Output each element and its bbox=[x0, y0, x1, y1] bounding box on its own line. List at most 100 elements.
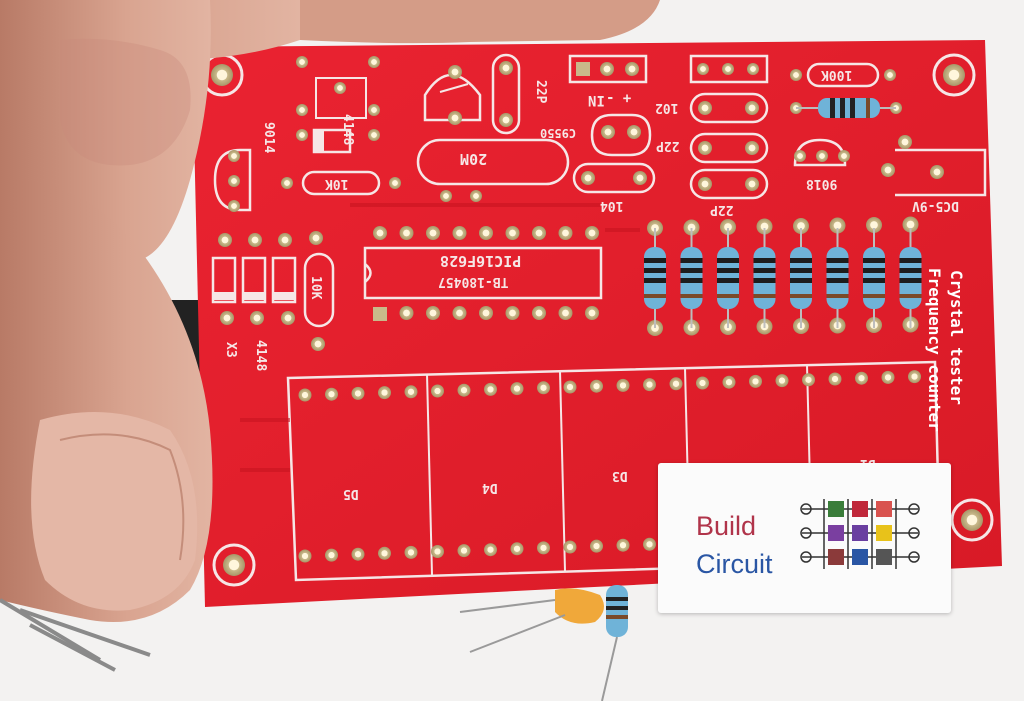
ic-pad bbox=[505, 306, 520, 320]
resistor bbox=[644, 220, 666, 336]
label-10k-top: 10K bbox=[325, 176, 349, 191]
display-pad bbox=[351, 547, 365, 561]
ic-pad bbox=[399, 306, 414, 320]
display-pad bbox=[510, 382, 524, 396]
display-pad bbox=[616, 538, 630, 552]
ic-pad bbox=[505, 226, 520, 240]
ic-pad bbox=[532, 226, 546, 240]
ic-pads bbox=[373, 226, 599, 321]
label-9018: 9018 bbox=[806, 176, 838, 191]
resistor bbox=[826, 217, 849, 334]
logo-grid-cell bbox=[876, 501, 892, 517]
display-pad bbox=[537, 541, 550, 555]
display-pad bbox=[457, 544, 471, 558]
display-pad bbox=[590, 539, 603, 553]
ic-pad bbox=[426, 306, 440, 320]
label-102: 102 bbox=[655, 100, 679, 115]
display-pad bbox=[616, 378, 630, 392]
display-pad bbox=[404, 545, 418, 559]
logo-grid-cell bbox=[828, 501, 844, 517]
label-100k: 100K bbox=[821, 67, 853, 82]
display-pad bbox=[431, 384, 444, 398]
ic-pad bbox=[426, 226, 440, 240]
ic-pad bbox=[373, 226, 387, 240]
loose-components bbox=[0, 585, 628, 701]
ic-label: PIC16F628 bbox=[440, 252, 522, 270]
build-circuit-logo-card: Build Circuit bbox=[658, 463, 951, 613]
resistor bbox=[863, 217, 885, 333]
label-22p-b: 22P bbox=[656, 138, 680, 153]
ic-pad bbox=[479, 226, 493, 240]
display-pad bbox=[643, 378, 656, 392]
display-pad bbox=[510, 542, 524, 556]
resistor bbox=[899, 216, 922, 333]
display-pad bbox=[855, 371, 868, 385]
display-pad bbox=[325, 548, 338, 562]
label-4148-top: 4148 bbox=[340, 114, 355, 146]
label-104: 104 bbox=[600, 198, 624, 213]
diode-row-left bbox=[211, 231, 325, 351]
mounting-holes bbox=[200, 53, 994, 587]
logo-grid-cell bbox=[876, 549, 892, 565]
digit-d3: D3 bbox=[612, 468, 628, 483]
label-c9550: C9550 bbox=[540, 126, 577, 140]
display-pad bbox=[563, 540, 577, 554]
pcb-title-line-2: Crystal tester bbox=[947, 270, 966, 405]
logo-grid-cell bbox=[828, 525, 844, 541]
display-pad bbox=[563, 380, 577, 394]
display-pad bbox=[457, 383, 471, 397]
hand bbox=[0, 0, 660, 622]
display-pad bbox=[537, 381, 550, 395]
logo-grid-icon bbox=[800, 499, 920, 569]
display-pad bbox=[431, 545, 444, 558]
display-pad bbox=[378, 546, 391, 560]
ic-pad bbox=[452, 306, 467, 320]
display-pad bbox=[298, 549, 312, 563]
logo-grid-cell bbox=[876, 525, 892, 541]
resistor bbox=[717, 219, 739, 335]
digit-d4: D4 bbox=[482, 480, 498, 495]
label-10k-vertical: 10K bbox=[308, 276, 323, 300]
board-code: TB-180457 bbox=[438, 274, 509, 289]
power-label: DC5-9V bbox=[912, 198, 959, 213]
resistor bbox=[680, 219, 703, 336]
label-x3: X3 bbox=[223, 342, 238, 358]
display-pad bbox=[590, 379, 603, 393]
display-pad bbox=[325, 387, 338, 401]
display-pad bbox=[484, 382, 497, 396]
logo-grid-cell bbox=[852, 501, 868, 517]
label-22p-c: 22P bbox=[710, 202, 734, 217]
resistor bbox=[790, 218, 812, 334]
crystal-label: 20M bbox=[460, 150, 488, 168]
ic-pad bbox=[373, 307, 387, 321]
display-pad bbox=[802, 373, 815, 387]
display-pad bbox=[881, 370, 895, 384]
ic-pad bbox=[399, 226, 414, 240]
capacitor-column bbox=[572, 54, 769, 200]
display-pad bbox=[722, 375, 736, 389]
resistor bbox=[753, 218, 776, 335]
display-pad bbox=[404, 385, 418, 399]
display-pad bbox=[669, 377, 683, 391]
logo-grid-cell bbox=[852, 549, 868, 565]
display-pads bbox=[298, 370, 921, 563]
label-4148-bottom: 4148 bbox=[253, 340, 268, 372]
display-pad bbox=[908, 370, 921, 384]
ic-pad bbox=[558, 226, 573, 240]
display-pad bbox=[298, 388, 312, 402]
display-pad bbox=[484, 543, 497, 557]
pcb-board bbox=[192, 40, 1002, 607]
logo-word-build: Build bbox=[696, 511, 757, 541]
label-22p-a: 22P bbox=[533, 80, 548, 104]
ic-pad bbox=[585, 306, 599, 320]
ic-pad bbox=[532, 306, 546, 320]
display-pad bbox=[749, 374, 762, 388]
label-9014: 9014 bbox=[261, 122, 276, 154]
logo-grid-cell bbox=[828, 549, 844, 565]
display-pad bbox=[351, 386, 365, 400]
logo-word-circuit: Circuit bbox=[696, 549, 773, 579]
display-pad bbox=[643, 537, 656, 551]
input-polarity: + - bbox=[606, 90, 632, 106]
